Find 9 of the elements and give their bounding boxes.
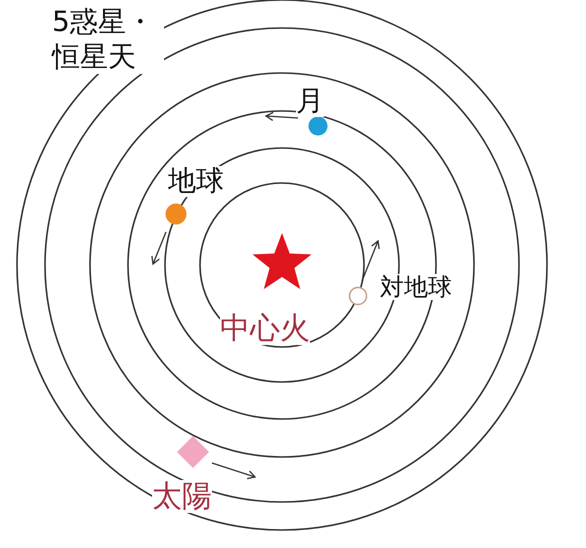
counter-earth-circle: [348, 286, 368, 306]
body-label: 月: [296, 86, 324, 117]
earth-dot: [164, 202, 188, 226]
body-label: 太陽: [152, 480, 212, 513]
moon-dot: [307, 115, 329, 137]
sun-diamond: [177, 436, 209, 468]
body-label: 中心火: [220, 312, 310, 345]
body-label: 地球: [168, 166, 224, 197]
body-label: 対地球: [380, 274, 452, 300]
